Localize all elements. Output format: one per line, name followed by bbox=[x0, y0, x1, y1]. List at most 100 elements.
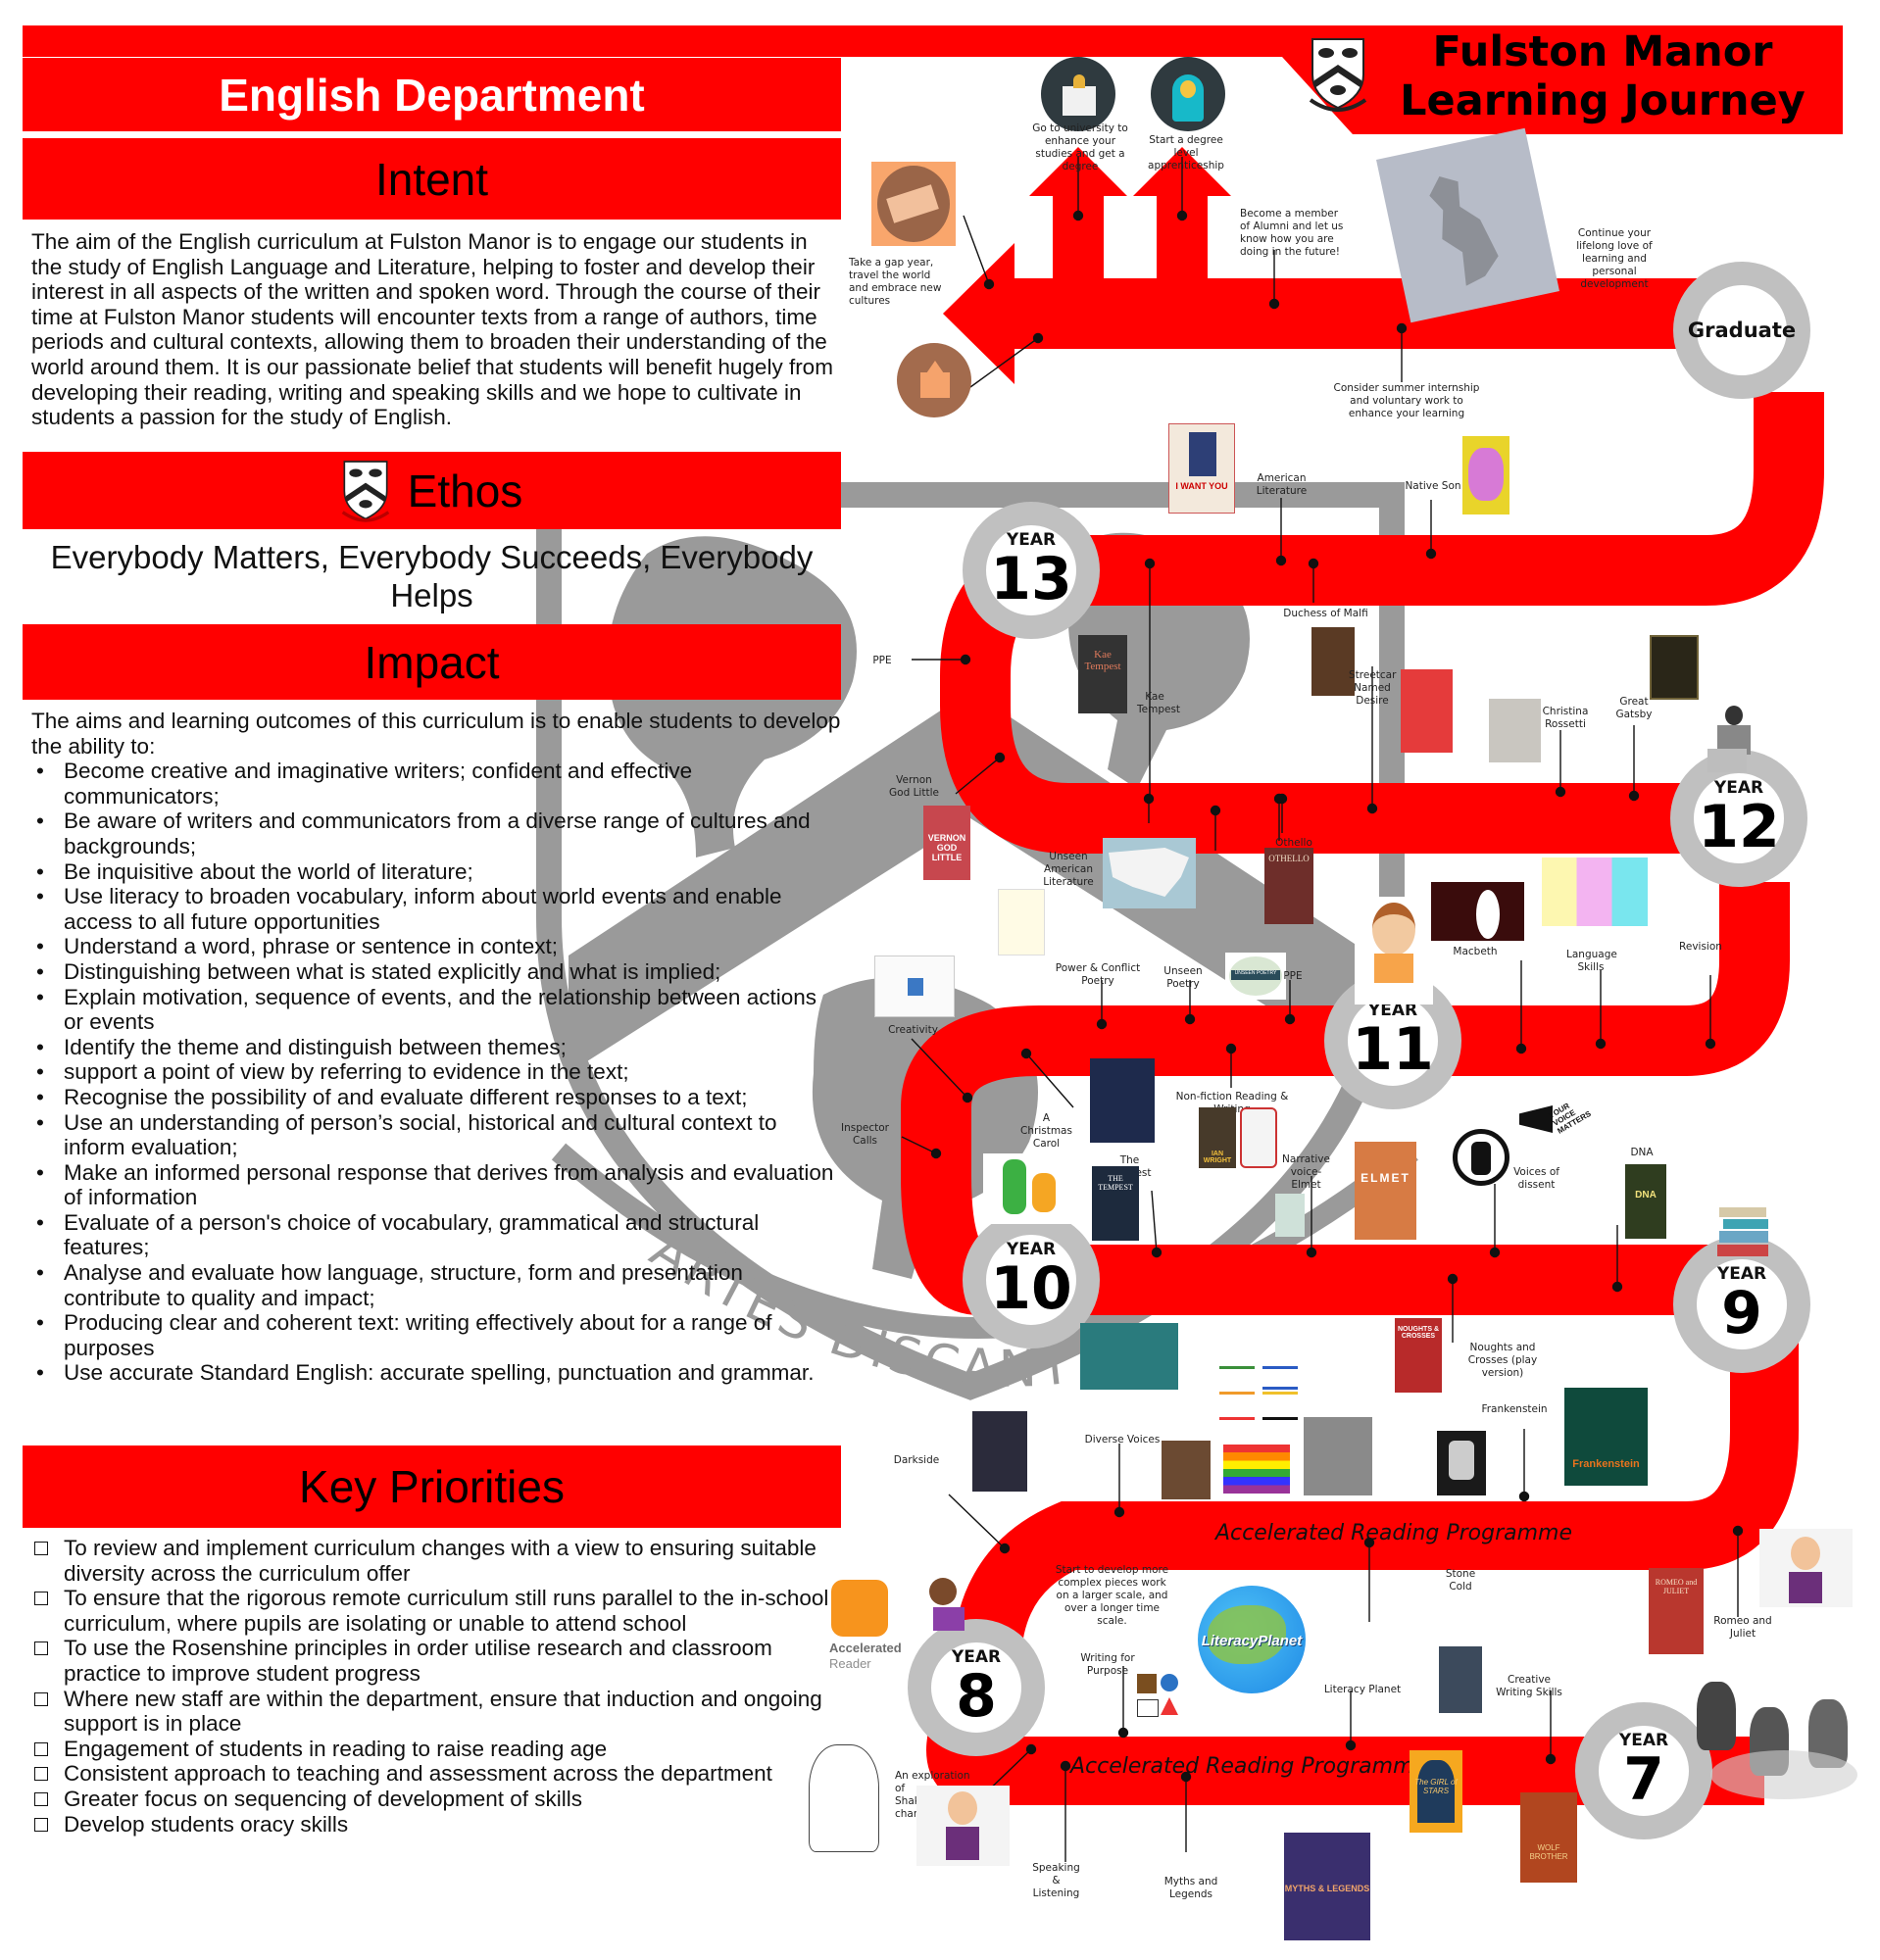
university-label: Go to university to enhance your studies… bbox=[1032, 122, 1128, 172]
topic-writing-for-purpose: Writing for Purpose bbox=[1080, 1652, 1135, 1677]
year-number: 9 bbox=[1721, 1279, 1762, 1348]
topic-unseen-poetry: Unseen Poetry bbox=[1163, 965, 1203, 990]
macbeth-image bbox=[1431, 882, 1524, 941]
gap-year-label: Take a gap year, travel the world and em… bbox=[849, 257, 942, 307]
impact-item: Make an informed personal response that … bbox=[31, 1160, 841, 1210]
year-label: YEAR bbox=[1006, 1240, 1057, 1259]
topic-creativity: Creativity bbox=[888, 1024, 938, 1036]
impact-item: Understand a word, phrase or sentence in… bbox=[31, 934, 841, 959]
frankenstein-portrait bbox=[1437, 1431, 1486, 1495]
year-label: YEAR bbox=[1367, 1001, 1418, 1020]
walking-people-image bbox=[1691, 1682, 1877, 1814]
topic-diverse-voices: Diverse Voices bbox=[1084, 1434, 1161, 1446]
topic-ppe-13: PPE bbox=[872, 655, 892, 666]
faith-flags-image bbox=[1219, 1366, 1300, 1438]
year-number: 10 bbox=[990, 1254, 1072, 1323]
impact-item: Recognise the possibility of and evaluat… bbox=[31, 1085, 841, 1110]
impact-item: Become creative and imaginative writers;… bbox=[31, 759, 841, 808]
priority-item: To use the Rosenshine principles in orde… bbox=[31, 1636, 841, 1686]
books-stack-icon bbox=[1717, 1207, 1772, 1258]
topic-vernon-god-little: Vernon God Little bbox=[889, 774, 939, 799]
othello-cover: OTHELLO bbox=[1264, 848, 1313, 924]
creativity-collage bbox=[874, 956, 955, 1017]
year-number: 11 bbox=[1352, 1015, 1434, 1084]
reading-boy-cartoon bbox=[1355, 897, 1433, 1004]
topic-inspector-calls: Inspector Calls bbox=[841, 1122, 889, 1147]
myths-legends-cover: MYTHS & LEGENDS bbox=[1284, 1833, 1370, 1940]
impact-item: Evaluate of a person's choice of vocabul… bbox=[31, 1210, 841, 1260]
apprenticeship-label: Start a degree level apprenticeship bbox=[1148, 134, 1224, 172]
passport-travel-icon bbox=[871, 162, 956, 246]
topic-speaking-listening: Speaking & Listening bbox=[1032, 1862, 1080, 1899]
impact-item: Distinguishing between what is stated ex… bbox=[31, 959, 841, 985]
checkbox-icon bbox=[34, 1642, 48, 1656]
brief-history-time-cover bbox=[1240, 1107, 1277, 1168]
girl-of-ink-stars-cover: The GIRL of STARS bbox=[1410, 1750, 1462, 1833]
topic-duchess-of-malfi: Duchess of Malfi bbox=[1283, 608, 1368, 619]
topic-language-skills: Language Skills bbox=[1566, 949, 1617, 973]
top-banner-shape bbox=[23, 25, 1843, 134]
fairy-sketch bbox=[809, 1744, 879, 1852]
intent-heading: Intent bbox=[374, 153, 489, 205]
topic-kae-tempest: Kae Tempest bbox=[1137, 691, 1181, 715]
impact-item: Identify the theme and distinguish betwe… bbox=[31, 1035, 841, 1060]
topic-macbeth: Macbeth bbox=[1453, 946, 1498, 957]
topic-american-literature: American Literature bbox=[1256, 472, 1308, 497]
year-label: YEAR bbox=[1006, 530, 1057, 550]
school-crest-logo bbox=[1309, 35, 1367, 114]
kae-tempest-cover: Kae Tempest bbox=[1078, 635, 1127, 713]
priority-item: Greater focus on sequencing of developme… bbox=[31, 1787, 841, 1812]
impact-item: Be aware of writers and communicators fr… bbox=[31, 808, 841, 858]
intent-header: Intent bbox=[23, 138, 841, 220]
mortal-engines-cover bbox=[1439, 1646, 1482, 1713]
graduate-milestone: Graduate bbox=[1673, 262, 1810, 399]
priority-item: Consistent approach to teaching and asse… bbox=[31, 1761, 841, 1787]
impact-item: Use accurate Standard English: accurate … bbox=[31, 1360, 841, 1386]
topic-power-conflict: Power & Conflict Poetry bbox=[1055, 962, 1141, 987]
christmas-carol-cover bbox=[1090, 1058, 1155, 1143]
crest-icon bbox=[341, 460, 389, 522]
key-priorities-heading: Key Priorities bbox=[299, 1461, 565, 1512]
key-priorities-header: Key Priorities bbox=[23, 1446, 841, 1528]
intent-text: The aim of the English curriculum at Ful… bbox=[31, 229, 833, 430]
topic-dna: DNA bbox=[1630, 1147, 1654, 1158]
ethos-heading: Ethos bbox=[407, 465, 523, 516]
topic-ppe-11: PPE bbox=[1283, 970, 1303, 982]
road-segment-y10-y11 bbox=[901, 882, 1790, 1315]
key-priorities-list: To review and implement curriculum chang… bbox=[31, 1536, 841, 1837]
internship-label: Consider summer internship and voluntary… bbox=[1333, 382, 1480, 419]
checkbox-icon bbox=[34, 1791, 48, 1806]
impact-list: Become creative and imaginative writers;… bbox=[31, 759, 841, 1386]
topic-complex-pieces: Start to develop more complex pieces wor… bbox=[1055, 1564, 1169, 1627]
year-13-milestone: YEAR 13 bbox=[963, 502, 1100, 639]
topic-voices-of-dissent: Voices of dissent bbox=[1513, 1166, 1559, 1191]
literacy-planet-logo: LiteracyPlanet bbox=[1198, 1586, 1306, 1693]
priority-item: To review and implement curriculum chang… bbox=[31, 1536, 841, 1586]
accelerated-reading-label-lower: Accelerated Reading Programme bbox=[1070, 1754, 1428, 1779]
impact-item: Explain motivation, sequence of events, … bbox=[31, 985, 841, 1035]
road-signs-image bbox=[1137, 1674, 1182, 1721]
year-label: YEAR bbox=[1716, 1264, 1767, 1284]
priority-item: Where new staff are within the departmen… bbox=[31, 1687, 841, 1737]
usa-map-image bbox=[1103, 838, 1196, 908]
frankenstein-cover: Frankenstein bbox=[1564, 1388, 1648, 1486]
stormy-sea-image bbox=[1080, 1323, 1178, 1390]
student-laptop-image bbox=[1704, 706, 1762, 776]
department-header: English Department bbox=[23, 58, 841, 131]
unseen-poetry-badge: UNSEEN POETRY bbox=[1225, 953, 1286, 1000]
ethos-header: Ethos bbox=[23, 452, 841, 529]
journey-title-line1: Fulston Manor bbox=[1432, 27, 1773, 76]
ian-wright-cover: IAN WRIGHT bbox=[1199, 1107, 1236, 1168]
impact-intro: The aims and learning outcomes of this c… bbox=[31, 709, 841, 759]
year-9-milestone: YEAR 9 bbox=[1673, 1236, 1810, 1373]
dna-cover: DNA bbox=[1625, 1164, 1666, 1239]
year-number: 13 bbox=[990, 545, 1072, 613]
year-number: 12 bbox=[1698, 793, 1780, 861]
topic-streetcar: Streetcar Named Desire bbox=[1349, 669, 1397, 707]
christina-rossetti-portrait bbox=[1489, 699, 1541, 762]
university-icon bbox=[1041, 57, 1115, 131]
topic-revision: Revision bbox=[1679, 941, 1722, 953]
impact-heading: Impact bbox=[364, 636, 500, 688]
impact-item: Analyse and evaluate how language, struc… bbox=[31, 1260, 841, 1310]
year-number: 8 bbox=[956, 1662, 997, 1731]
